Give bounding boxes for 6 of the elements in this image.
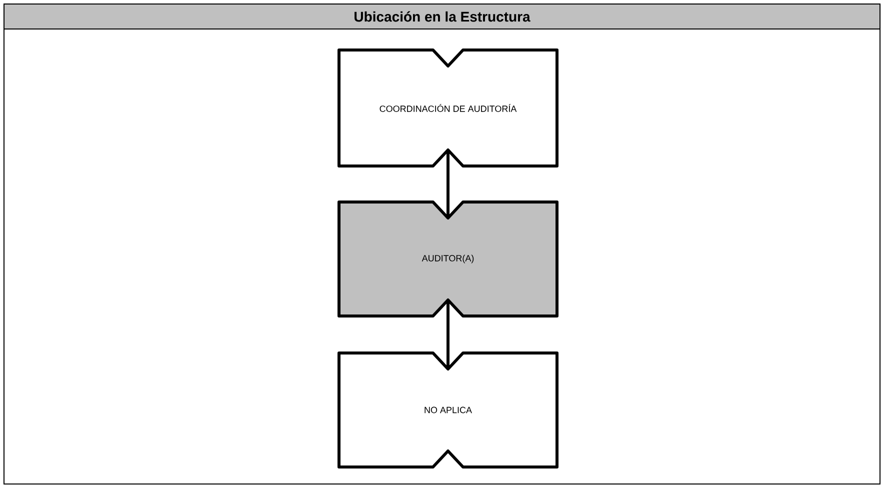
connector-line (446, 300, 450, 369)
process-box: NO APLICA (338, 352, 558, 468)
title-band: Ubicación en la Estructura (4, 4, 880, 30)
process-box: COORDINACIÓN DE AUDITORÍA (338, 48, 558, 168)
process-box: AUDITOR(A) (338, 200, 558, 318)
connector-line (446, 150, 450, 218)
